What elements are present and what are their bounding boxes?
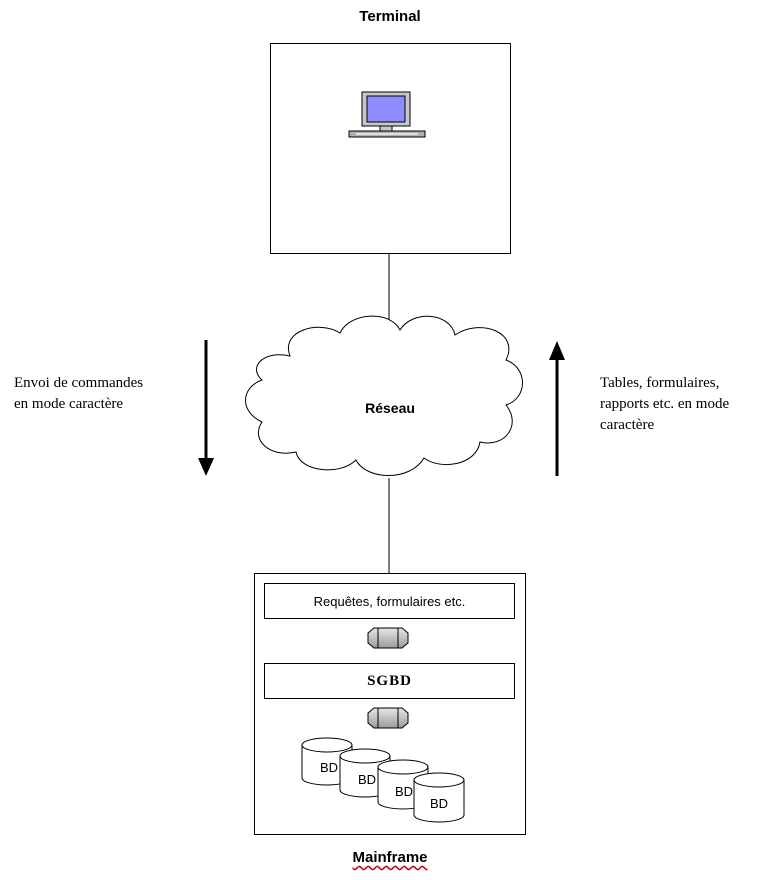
network-cloud (245, 315, 523, 476)
terminal-title: Terminal (359, 8, 421, 25)
left-arrow-text-line1: Envoi de commandes (14, 375, 144, 391)
database-label: BD (395, 784, 414, 799)
dbms-box: SGBD (264, 663, 515, 699)
left-arrow-text: Envoi de commandes en mode caractère (14, 373, 194, 415)
right-arrow-text-line2: rapports etc. en mode (600, 396, 730, 412)
queries-box: Requêtes, formulaires etc. (264, 583, 515, 619)
mainframe-title: Mainframe (290, 849, 490, 866)
right-arrow-text-line3: caractère (600, 417, 655, 433)
dbms-label: SGBD (367, 672, 412, 689)
queries-label: Requêtes, formulaires etc. (313, 593, 466, 609)
right-arrow-text: Tables, formulaires, rapports etc. en mo… (600, 373, 764, 436)
terminal-box (270, 43, 511, 254)
left-arrow-text-line2: en mode caractère (14, 396, 124, 412)
right-arrow-head (549, 341, 565, 360)
computer-icon (348, 91, 426, 138)
database-label: BD (430, 796, 449, 811)
left-arrow-head (198, 458, 214, 476)
mainframe-title-text: Mainframe (352, 849, 428, 866)
right-arrow-text-line1: Tables, formulaires, (600, 375, 720, 391)
network-label: Réseau (365, 400, 415, 416)
database-label: BD (320, 760, 339, 775)
database-label: BD (358, 772, 377, 787)
